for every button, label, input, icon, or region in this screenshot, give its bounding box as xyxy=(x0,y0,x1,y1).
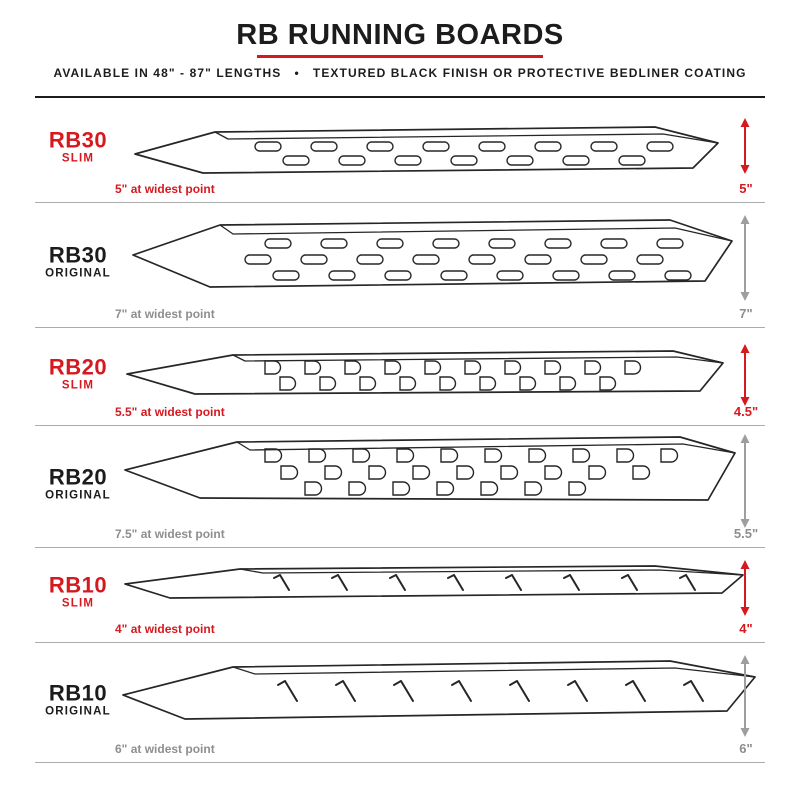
model-name: RB30 xyxy=(48,127,108,153)
width-note: 6" at widest point xyxy=(115,742,215,756)
rb10-original-board-drawing xyxy=(122,660,756,720)
model-label-rb20-slim: RB20 SLIM xyxy=(35,353,121,392)
model-variant: ORIGINAL xyxy=(45,488,111,501)
model-name: RB10 xyxy=(48,572,108,598)
height-arrow xyxy=(740,344,750,406)
width-note: 4" at widest point xyxy=(115,622,215,636)
height-label: 6" xyxy=(739,741,753,756)
model-variant: SLIM xyxy=(61,152,95,165)
height-arrow xyxy=(740,655,750,737)
height-label: 4.5" xyxy=(733,404,759,419)
height-label: 5.5" xyxy=(733,526,759,541)
height-arrow xyxy=(740,215,750,301)
height-label: 7" xyxy=(739,306,753,321)
height-label: 5" xyxy=(739,181,753,196)
model-variant: ORIGINAL xyxy=(45,267,111,280)
height-arrow xyxy=(740,560,750,616)
title-underline xyxy=(257,55,543,59)
row-rb30-slim: RB30 SLIM 5" at widest point 5" xyxy=(35,98,765,203)
model-variant: ORIGINAL xyxy=(45,704,111,717)
model-name: RB20 xyxy=(48,463,108,489)
tread-slashes xyxy=(277,680,704,702)
model-label-rb30-original: RB30 ORIGINAL xyxy=(35,244,121,280)
model-name: RB10 xyxy=(48,679,108,705)
row-rb10-original: RB10 ORIGINAL 6" at widest point 6" xyxy=(35,643,765,763)
width-note: 7" at widest point xyxy=(115,307,215,321)
rb20-original-board-drawing xyxy=(124,436,736,501)
rb10-slim-board-drawing xyxy=(124,565,744,599)
width-note: 7.5" at widest point xyxy=(115,527,225,541)
height-arrow xyxy=(740,118,750,174)
rb30-original-board-drawing xyxy=(132,219,733,288)
model-label-rb30-slim: RB30 SLIM xyxy=(35,129,121,165)
model-label-rb20-original: RB20 ORIGINAL xyxy=(35,463,121,502)
model-label-rb10-slim: RB10 SLIM xyxy=(35,574,121,610)
model-variant: SLIM xyxy=(61,597,95,610)
width-note: 5.5" at widest point xyxy=(115,405,225,419)
row-rb20-original: RB20 ORIGINAL 7.5" at widest point 5.5" xyxy=(35,426,765,548)
rb20-slim-board-drawing xyxy=(126,350,724,395)
rb30-slim-board-drawing xyxy=(134,126,719,174)
model-label-rb10-original: RB10 ORIGINAL xyxy=(35,679,121,718)
row-rb10-slim: RB10 SLIM 4" at widest point 4" xyxy=(35,548,765,643)
model-name: RB30 xyxy=(48,242,108,268)
width-note: 5" at widest point xyxy=(115,182,215,196)
model-variant: SLIM xyxy=(61,378,95,391)
subtitle: AVAILABLE IN 48" - 87" LENGTHS • TEXTURE… xyxy=(53,66,747,81)
tread-slashes xyxy=(273,574,696,591)
d-shaped-holes xyxy=(264,360,642,391)
oval-slot-holes xyxy=(254,141,674,166)
oval-slot-holes xyxy=(244,238,692,281)
model-name: RB20 xyxy=(48,353,108,379)
header: RB RUNNING BOARDS AVAILABLE IN 48" - 87"… xyxy=(35,0,765,98)
height-label: 4" xyxy=(739,621,753,636)
row-rb20-slim: RB20 SLIM 5.5" at widest point 4.5" xyxy=(35,328,765,426)
row-rb30-original: RB30 ORIGINAL 7" at widest point 7" xyxy=(35,203,765,328)
d-shaped-holes xyxy=(264,448,679,496)
height-arrow xyxy=(740,434,750,528)
page-title: RB RUNNING BOARDS xyxy=(236,19,564,51)
